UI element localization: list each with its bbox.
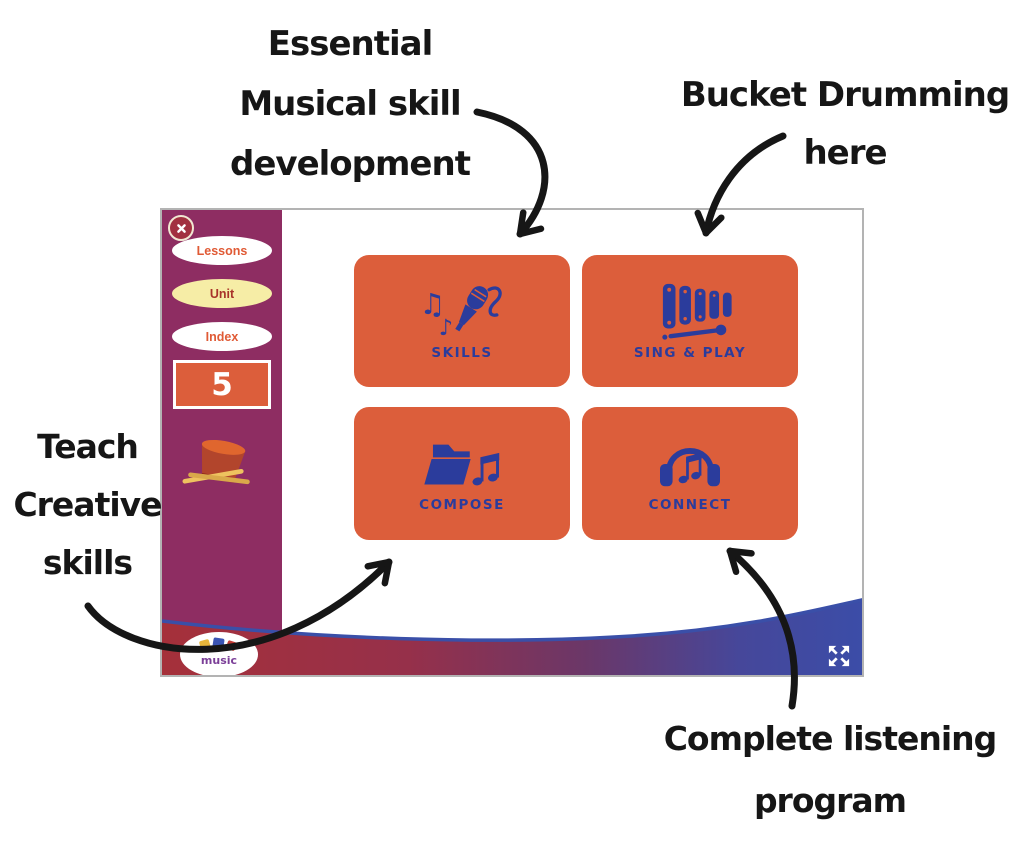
annotation-line: here <box>803 133 887 173</box>
annotation-line: Complete listening <box>663 719 998 758</box>
tile-compose-label: COMPOSE <box>419 497 505 513</box>
annotation-line: Teach <box>37 427 139 466</box>
app-window: Lessons Unit Index 5 <box>160 208 864 677</box>
tile-skills-label: SKILLS <box>431 344 493 361</box>
annotation-line: Creative <box>13 485 162 524</box>
tile-skills[interactable]: ♫ ♪ SKILLS <box>354 255 570 387</box>
tile-connect-label: CONNECT <box>648 497 732 513</box>
fullscreen-expand-icon[interactable] <box>828 645 850 667</box>
close-icon <box>176 223 186 233</box>
svg-text:♪: ♪ <box>439 315 453 341</box>
sidebar: Lessons Unit Index 5 <box>162 210 282 642</box>
lesson-number: 5 <box>211 366 233 403</box>
logo-text: music <box>201 654 237 667</box>
tile-connect[interactable]: CONNECT <box>582 407 798 540</box>
bucket-drum-icon <box>182 439 250 485</box>
svg-text:♫: ♫ <box>419 286 445 320</box>
tile-sing-and-play-label: SING & PLAY <box>633 344 747 361</box>
annotation-skills: Essential Musical skill development <box>160 14 540 194</box>
annotation-line: program <box>753 781 907 820</box>
close-button[interactable] <box>168 215 194 241</box>
lesson-number-badge[interactable]: 5 <box>173 360 271 409</box>
index-button-label: Index <box>205 329 239 344</box>
annotation-line: Essential <box>267 24 433 64</box>
sidebar-item-index[interactable]: Index <box>172 322 272 351</box>
headphones-note-icon <box>660 448 720 487</box>
lessons-button-label: Lessons <box>196 243 248 258</box>
tile-sing-and-play[interactable]: SING & PLAY <box>582 255 798 387</box>
annotation-line: Musical skill <box>239 84 461 124</box>
unit-button-label: Unit <box>209 286 235 301</box>
annotation-bucket-drumming: Bucket Drumming here <box>675 66 1015 182</box>
annotation-listening-program: Complete listening program <box>650 708 1010 832</box>
xylophone-icon <box>662 283 732 340</box>
microphone-notes-icon: ♫ ♪ <box>419 285 502 341</box>
annotation-creative-skills: Teach Creative skills <box>0 418 175 592</box>
sidebar-item-lessons[interactable]: Lessons <box>172 236 272 265</box>
musicplay-logo[interactable]: music <box>179 631 259 677</box>
annotation-line: development <box>230 144 471 184</box>
footer-wave <box>162 598 862 675</box>
sidebar-item-unit[interactable]: Unit <box>172 279 272 308</box>
tile-compose[interactable]: COMPOSE <box>354 407 570 540</box>
annotation-line: skills <box>42 543 133 582</box>
annotation-line: Bucket Drumming <box>680 75 1010 115</box>
folder-note-icon <box>422 444 500 487</box>
